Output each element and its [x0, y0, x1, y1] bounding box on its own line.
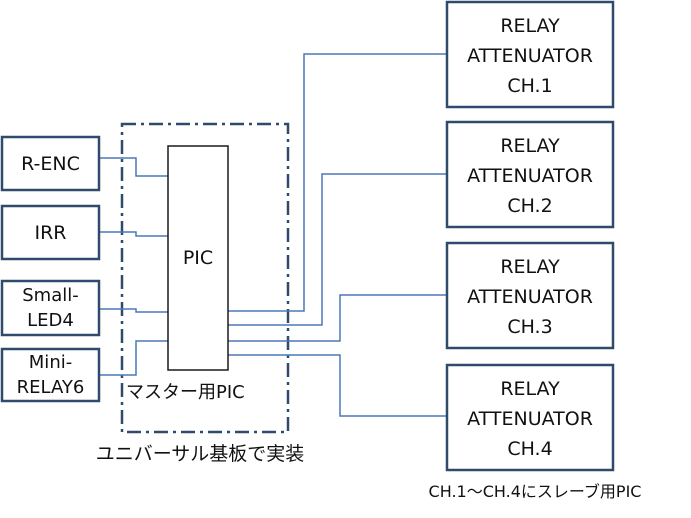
module-renc-label: R-ENC: [21, 153, 80, 175]
module-irr: IRR: [0, 204, 101, 261]
module-mini-relay6: Mini- RELAY6: [0, 347, 101, 403]
module-small-led4: Small- LED4: [0, 279, 101, 337]
relay-ch4-line1: RELAY: [500, 378, 560, 400]
left-modules: R-ENC IRR Small- LED4 Mini- RELAY6: [0, 135, 101, 403]
relay-ch1-line1: RELAY: [500, 15, 560, 37]
module-small-led4-box: [0, 279, 101, 337]
master-board-frame: [120, 122, 290, 434]
relay-ch4: RELAY ATTENUATOR CH.4: [445, 363, 615, 472]
slave-caption: CH.1〜CH.4にスレーブ用PIC: [429, 482, 642, 501]
relay-ch1-line2: ATTENUATOR: [467, 45, 593, 67]
relay-ch3: RELAY ATTENUATOR CH.3: [445, 241, 615, 350]
module-mini-relay6-line1: Mini-: [29, 352, 72, 373]
wire-smallled-pic: [100, 308, 168, 313]
module-irr-label: IRR: [34, 222, 66, 244]
relay-ch2: RELAY ATTENUATOR CH.2: [445, 120, 615, 229]
relay-ch1-box: [445, 0, 615, 109]
relay-ch2-box: [445, 120, 615, 229]
wire-renc-pic: [100, 157, 168, 177]
module-small-led4-line2: LED4: [27, 310, 74, 331]
relay-ch3-box: [445, 241, 615, 350]
module-irr-box: [0, 204, 101, 261]
relay-ch3-line2: ATTENUATOR: [467, 286, 593, 308]
master-pic-label: PIC: [183, 247, 213, 269]
relay-ch2-line2: ATTENUATOR: [467, 165, 593, 187]
wire-minirelay-pic: [100, 340, 168, 376]
relay-ch1-line3: CH.1: [507, 75, 552, 97]
relay-ch3-line1: RELAY: [500, 256, 560, 278]
wire-pic-ch1: [228, 53, 447, 312]
module-renc: R-ENC: [0, 135, 101, 192]
module-mini-relay6-line2: RELAY6: [17, 377, 85, 398]
relay-ch1: RELAY ATTENUATOR CH.1: [445, 0, 615, 109]
module-small-led4-line1: Small-: [22, 285, 79, 306]
relay-ch2-line3: CH.2: [507, 195, 552, 217]
wire-pic-ch4: [228, 354, 447, 417]
relay-ch4-line2: ATTENUATOR: [467, 408, 593, 430]
relay-ch4-line3: CH.4: [507, 438, 552, 460]
module-mini-relay6-box: [0, 347, 101, 403]
master-pic-box: [167, 145, 229, 371]
master-pic: PIC: [167, 145, 229, 371]
wire-irr-pic: [100, 231, 168, 237]
left-wires: [100, 157, 168, 376]
wire-pic-ch3: [228, 294, 447, 342]
board-caption: ユニバーサル基板で実装: [96, 443, 305, 465]
relay-ch3-line3: CH.3: [507, 316, 552, 338]
wire-pic-ch2: [228, 173, 447, 326]
relay-ch2-line1: RELAY: [500, 135, 560, 157]
relay-ch4-box: [445, 363, 615, 472]
right-wires: [228, 53, 447, 417]
relay-attenuators: RELAY ATTENUATOR CH.1 RELAY ATTENUATOR C…: [445, 0, 615, 472]
master-pic-caption: マスター用PIC: [126, 382, 245, 403]
module-renc-box: [0, 135, 101, 192]
